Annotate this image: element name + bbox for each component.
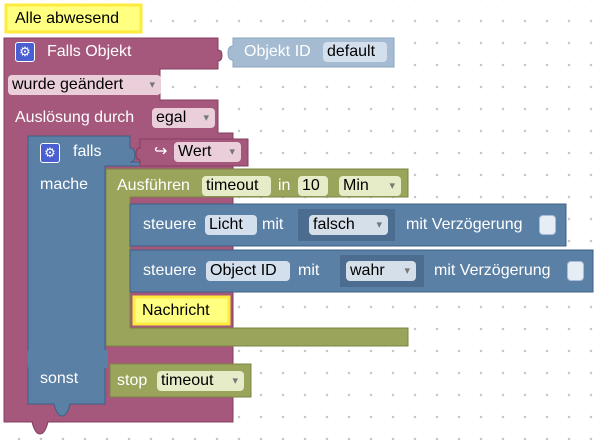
timeout-amount-field[interactable]: 10	[298, 176, 328, 196]
run-label: Ausführen	[117, 177, 190, 194]
delay-label-2: mit Verzögerung	[434, 262, 551, 279]
control-label-2: steuere	[143, 262, 197, 279]
object-id-label: Objekt ID	[244, 43, 311, 60]
settings-gear-icon[interactable]: ⚙	[15, 42, 35, 62]
else-label: sonst	[40, 370, 79, 387]
change-dropdown[interactable]: wurde geändert	[8, 75, 161, 95]
value-dropdown[interactable]: Wert	[174, 142, 241, 162]
if-gear-icon[interactable]: ⚙	[40, 143, 60, 163]
do-label: mache	[40, 176, 89, 193]
timeout-unit-dropdown[interactable]: Min	[339, 176, 401, 196]
control-target-2[interactable]: Object ID	[206, 261, 290, 281]
value-dropdown-1[interactable]: falsch	[309, 215, 388, 235]
value-dropdown-2[interactable]: wahr	[346, 261, 416, 281]
if-block-joint	[28, 350, 108, 368]
control-label-1: steuere	[143, 216, 197, 233]
trigger-type-dropdown[interactable]: egal	[152, 108, 215, 128]
stop-timeout-dropdown[interactable]: timeout	[157, 371, 244, 391]
object-id-field[interactable]: default	[323, 42, 387, 62]
stop-label: stop	[117, 372, 148, 389]
trigger-type-label: Auslösung durch	[15, 109, 135, 126]
control-target-1[interactable]: Licht	[205, 215, 257, 235]
arrow-icon: ↪	[154, 143, 168, 160]
with-label-1: mit	[262, 216, 284, 233]
with-label-2: mit	[298, 262, 320, 279]
comment-bubble[interactable]	[4, 3, 143, 34]
if-label: falls	[73, 143, 102, 160]
timeout-name-field[interactable]: timeout	[202, 176, 271, 196]
delay-label-1: mit Verzögerung	[406, 216, 523, 233]
delay-checkbox-2[interactable]	[567, 261, 584, 281]
delay-checkbox-1[interactable]	[539, 215, 556, 235]
comment-text: Alle abwesend	[15, 10, 120, 27]
in-label: in	[278, 177, 291, 194]
trigger-title: Falls Objekt	[47, 43, 132, 60]
message-text: Nachricht	[142, 302, 210, 319]
message-bubble[interactable]	[132, 295, 231, 326]
